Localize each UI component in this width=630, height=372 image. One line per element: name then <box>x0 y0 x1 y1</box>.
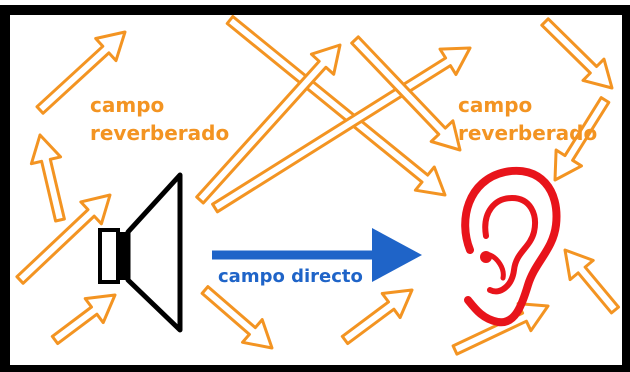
direct-field-label: campo directo <box>218 266 363 287</box>
reverberant-arrow-14 <box>563 248 620 315</box>
reverberant-left-label-line2: reverberado <box>90 121 229 145</box>
reverberant-arrow-3 <box>50 293 117 346</box>
reverberant-left-label-line1: campo <box>90 93 164 117</box>
reverberant-arrow-4 <box>29 133 66 223</box>
direct-field-arrow <box>212 228 422 282</box>
reverberant-arrow-6 <box>195 43 342 205</box>
reverberant-right-label-line1: campo <box>458 93 532 117</box>
reverberant-arrow-12 <box>340 288 414 346</box>
reverberant-arrows <box>15 15 620 356</box>
reverberant-right-label-line2: reverberado <box>458 121 597 145</box>
reverberant-arrow-8 <box>350 35 462 152</box>
loudspeaker-icon <box>98 172 183 333</box>
reverberant-arrow-11 <box>200 285 274 350</box>
ear-canal-dot <box>480 251 492 263</box>
reverberant-arrow-2 <box>15 193 112 285</box>
reverberant-arrow-9 <box>540 17 614 90</box>
reverberant-arrow-5 <box>225 15 447 197</box>
reverberant-arrow-10 <box>553 96 611 182</box>
reverberant-arrow-13 <box>451 302 550 356</box>
reverberant-arrow-1 <box>35 30 127 115</box>
